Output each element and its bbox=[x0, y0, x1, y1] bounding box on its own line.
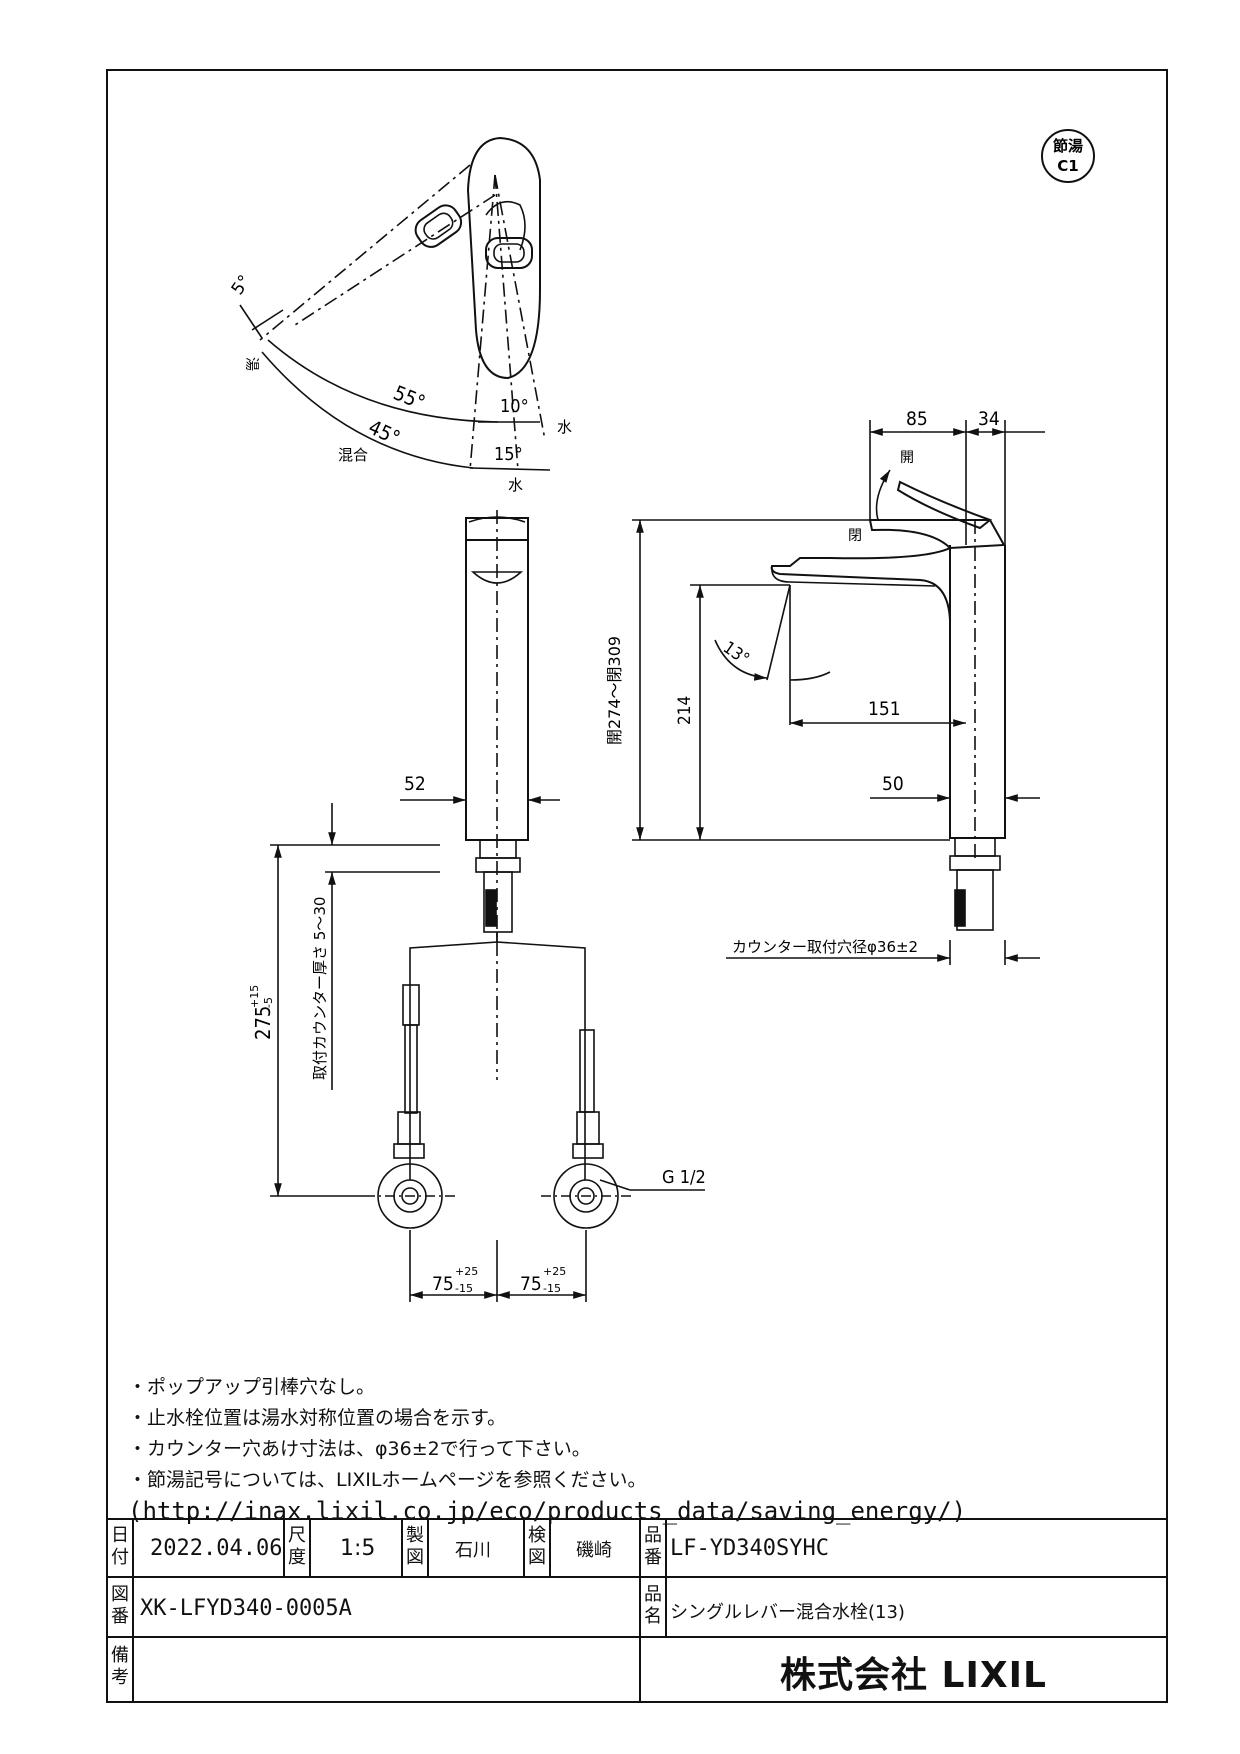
notes-block: ・ポップアップ引棒穴なし。 ・止水栓位置は湯水対称位置の場合を示す。 ・カウンタ… bbox=[128, 1372, 1128, 1527]
angle-45-label: 45° bbox=[365, 415, 404, 450]
note-4: ・節湯記号については、LIXILホームページを参照ください。 bbox=[128, 1469, 647, 1491]
dim-85-label: 85 bbox=[906, 408, 928, 430]
date-label: 日付 bbox=[111, 1525, 129, 1568]
angle-10-label: 10° bbox=[500, 396, 529, 417]
dim-height-label: 開274～閉309 bbox=[605, 636, 624, 745]
product-name-label: 品名 bbox=[644, 1584, 662, 1627]
part-no-value: LF-YD340SYHC bbox=[670, 1536, 829, 1561]
part-no-label: 品番 bbox=[644, 1525, 662, 1568]
dim-75-right-tol-minus: -15 bbox=[543, 1282, 561, 1295]
angle-55-label: 55° bbox=[390, 380, 429, 414]
dim-75-right-tol-plus: +25 bbox=[543, 1265, 566, 1278]
thread-label: G 1/2 bbox=[662, 1167, 706, 1188]
scale-label: 尺度 bbox=[288, 1525, 306, 1568]
dim-275-tol-plus: +15 bbox=[248, 985, 261, 1008]
counter-thickness-label: 取付カウンター厚さ 5～30 bbox=[311, 897, 329, 1080]
dim-75-left-label: 75 bbox=[432, 1273, 454, 1295]
date-value: 2022.04.06 bbox=[150, 1536, 283, 1561]
angle-13-label: 13° bbox=[719, 638, 753, 670]
label-open: 開 bbox=[900, 450, 914, 466]
dim-50-label: 50 bbox=[882, 773, 904, 795]
drawn-by: 石川 bbox=[455, 1540, 491, 1561]
checked-label: 検図 bbox=[528, 1525, 546, 1568]
remarks-label: 備考 bbox=[111, 1645, 129, 1688]
label-water-bottom: 水 bbox=[508, 476, 523, 494]
dim-52-label: 52 bbox=[404, 773, 426, 795]
title-block-grid bbox=[107, 1518, 1167, 1702]
sheet-frame bbox=[106, 69, 1168, 1703]
dim-34-label: 34 bbox=[978, 408, 1000, 430]
scale-value: 1:5 bbox=[340, 1536, 376, 1561]
note-1: ・ポップアップ引棒穴なし。 bbox=[128, 1376, 376, 1398]
checked-by: 磯崎 bbox=[576, 1540, 612, 1561]
angle-5-label: 5° bbox=[228, 272, 255, 299]
note-3: ・カウンター穴あけ寸法は、φ36±2で行って下さい。 bbox=[128, 1438, 591, 1460]
label-mix: 混合 bbox=[338, 446, 368, 464]
drawing-no-value: XK-LFYD340-0005A bbox=[140, 1596, 352, 1621]
dim-214-label: 214 bbox=[675, 696, 695, 725]
side-view bbox=[632, 420, 1045, 965]
front-view bbox=[270, 510, 705, 1302]
note-2: ・止水栓位置は湯水対称位置の場合を示す。 bbox=[128, 1407, 507, 1429]
label-closed: 閉 bbox=[848, 528, 862, 544]
dim-75-right-label: 75 bbox=[520, 1273, 542, 1295]
note-url: (http://inax.lixil.co.jp/eco/products_da… bbox=[128, 1497, 967, 1525]
water-saving-badge: 節湯 C1 bbox=[1041, 129, 1095, 183]
company-name: 株式会社 LIXIL bbox=[780, 1655, 1047, 1696]
dim-275-tol-minus: -5 bbox=[262, 997, 275, 1008]
angle-15-label: 15° bbox=[494, 444, 523, 465]
dim-275-group: 275 +15 -5 bbox=[248, 985, 275, 1040]
counter-hole-label: カウンター取付穴径φ36±2 bbox=[732, 938, 918, 956]
label-water-right: 水 bbox=[557, 418, 572, 436]
badge-bottom-text: C1 bbox=[1057, 157, 1078, 175]
dim-275-label: 275 bbox=[251, 1006, 275, 1040]
dim-75-left-tol-plus: +25 bbox=[455, 1265, 478, 1278]
dim-151-label: 151 bbox=[868, 698, 901, 720]
plan-view bbox=[239, 136, 551, 471]
drawn-label: 製図 bbox=[406, 1525, 424, 1568]
label-hot: 湯 bbox=[243, 357, 260, 371]
product-name-value: シングルレバー混合水栓(13) bbox=[670, 1602, 905, 1623]
badge-top-text: 節湯 bbox=[1053, 137, 1083, 155]
drawing-no-label: 図番 bbox=[111, 1584, 129, 1627]
dim-75-left-tol-minus: -15 bbox=[455, 1282, 473, 1295]
